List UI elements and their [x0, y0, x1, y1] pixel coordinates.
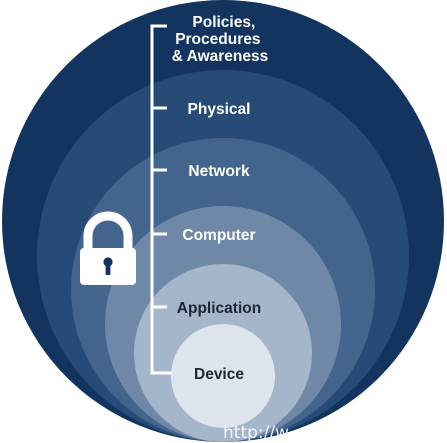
- layer-label-policies: Policies, Procedures & Awareness: [172, 14, 269, 65]
- layer-label-application: Application: [177, 300, 261, 317]
- layer-label-network: Network: [188, 163, 250, 180]
- padlock-icon: [80, 211, 136, 285]
- layer-label-device: Device: [194, 366, 244, 383]
- layer-label-policies-line-1: Policies,: [192, 14, 255, 31]
- layer-ring-device: [171, 324, 275, 428]
- layer-label-computer: Computer: [182, 227, 255, 244]
- layer-connector: [150, 24, 172, 375]
- layer-label-physical: Physical: [188, 101, 251, 118]
- watermark-text: http://w: [223, 423, 289, 443]
- layer-label-policies-line-2: Procedures: [175, 31, 260, 48]
- layer-label-policies-line-3: & Awareness: [172, 48, 269, 65]
